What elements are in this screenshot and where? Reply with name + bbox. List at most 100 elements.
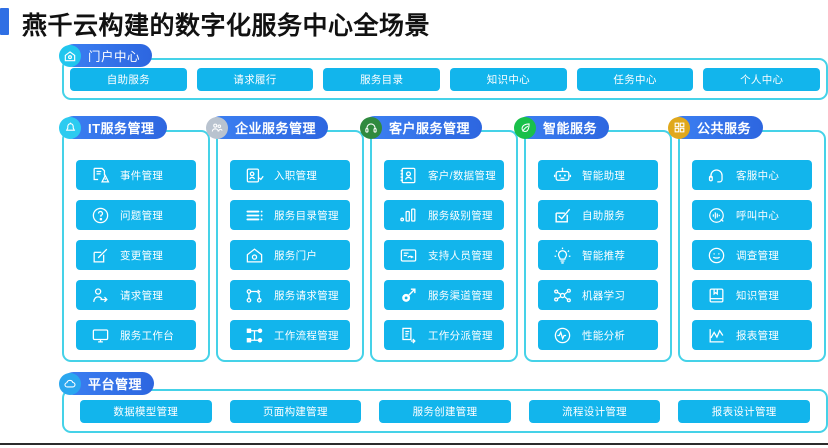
item-service-request-management[interactable]: 服务请求管理 — [230, 280, 350, 310]
home-outline-icon — [242, 245, 266, 265]
platform-items-row: 数据模型管理 页面构建管理 服务创建管理 流程设计管理 报表设计管理 — [80, 400, 810, 423]
portal-item-2[interactable]: 服务目录 — [323, 68, 441, 91]
id-card-check-icon — [242, 165, 266, 185]
column-items-public: 客服中心 呼叫中心 调查管理 知识管理 — [692, 160, 812, 350]
item-label: 自助服务 — [582, 209, 626, 222]
portal-item-4[interactable]: 任务中心 — [576, 68, 694, 91]
portal-center-badge[interactable]: 门户中心 — [59, 44, 153, 67]
column-badge-enterprise[interactable]: 企业服务管理 — [206, 116, 329, 139]
item-label: 知识管理 — [736, 289, 780, 302]
checkbox-icon — [550, 205, 574, 225]
headphone-icon — [704, 165, 728, 185]
item-workflow-management[interactable]: 工作流程管理 — [230, 320, 350, 350]
question-circle-icon — [88, 205, 112, 225]
smiley-icon — [704, 245, 728, 265]
bar-chart-icon — [396, 205, 420, 225]
lightbulb-icon — [550, 245, 574, 265]
grid-squares-icon — [668, 116, 690, 139]
item-intelligent-assistant[interactable]: 智能助理 — [538, 160, 658, 190]
column-badge-ai[interactable]: 智能服务 — [514, 116, 610, 139]
item-label: 服务工作台 — [120, 329, 174, 342]
item-call-center[interactable]: 呼叫中心 — [692, 200, 812, 230]
item-request-management[interactable]: 请求管理 — [76, 280, 196, 310]
platform-item-label: 报表设计管理 — [711, 406, 777, 418]
people-icon — [206, 116, 228, 139]
item-knowledge-management[interactable]: 知识管理 — [692, 280, 812, 310]
item-onboarding-management[interactable]: 入职管理 — [230, 160, 350, 190]
assign-doc-icon — [396, 325, 420, 345]
item-performance-analysis[interactable]: 性能分析 — [538, 320, 658, 350]
portal-item-1[interactable]: 请求履行 — [196, 68, 314, 91]
branch-nodes-icon — [242, 285, 266, 305]
platform-item-label: 数据模型管理 — [113, 406, 179, 418]
item-customer-service-center[interactable]: 客服中心 — [692, 160, 812, 190]
item-service-catalog-management[interactable]: 服务目录管理 — [230, 200, 350, 230]
item-label: 机器学习 — [582, 289, 626, 302]
portal-item-5[interactable]: 个人中心 — [703, 68, 821, 91]
item-change-management[interactable]: 变更管理 — [76, 240, 196, 270]
item-service-portal[interactable]: 服务门户 — [230, 240, 350, 270]
item-service-desk[interactable]: 服务工作台 — [76, 320, 196, 350]
item-intelligent-recommendation[interactable]: 智能推荐 — [538, 240, 658, 270]
platform-item-label: 流程设计管理 — [562, 406, 627, 418]
column-badge-label: IT服务管理 — [88, 121, 155, 136]
item-sla-management[interactable]: 服务级别管理 — [384, 200, 504, 230]
item-label: 入职管理 — [274, 169, 318, 182]
item-support-staff-management[interactable]: 支持人员管理 — [384, 240, 504, 270]
platform-badge[interactable]: 平台管理 — [59, 372, 155, 395]
column-badge-it[interactable]: IT服务管理 — [59, 116, 167, 139]
platform-badge-label: 平台管理 — [88, 377, 143, 392]
item-label: 报表管理 — [736, 329, 780, 342]
item-label: 事件管理 — [120, 169, 164, 182]
headset-icon — [360, 116, 382, 139]
portal-center-panel — [62, 58, 828, 100]
portal-item-label: 个人中心 — [740, 74, 784, 86]
line-chart-icon — [704, 325, 728, 345]
column-badge-label: 智能服务 — [543, 121, 598, 136]
platform-item-label: 页面构建管理 — [262, 406, 328, 418]
platform-item-0[interactable]: 数据模型管理 — [80, 400, 212, 423]
item-survey-management[interactable]: 调查管理 — [692, 240, 812, 270]
column-badge-customer[interactable]: 客户服务管理 — [360, 116, 483, 139]
platform-item-4[interactable]: 报表设计管理 — [678, 400, 810, 423]
column-badge-label: 客户服务管理 — [389, 121, 471, 136]
person-arrow-icon — [88, 285, 112, 305]
call-wave-icon — [704, 205, 728, 225]
item-label: 服务目录管理 — [274, 209, 339, 222]
document-alert-icon — [88, 165, 112, 185]
platform-item-1[interactable]: 页面构建管理 — [229, 400, 362, 423]
column-badge-public[interactable]: 公共服务 — [668, 116, 764, 139]
item-label: 请求管理 — [120, 289, 164, 302]
page-title: 燕千云构建的数字化服务中心全场景 — [22, 12, 431, 40]
platform-item-2[interactable]: 服务创建管理 — [379, 400, 511, 423]
portal-item-label: 自助服务 — [106, 74, 150, 86]
item-label: 智能助理 — [582, 169, 626, 182]
item-label: 客户/数据管理 — [428, 169, 497, 182]
item-service-channel-management[interactable]: 服务渠道管理 — [384, 280, 504, 310]
item-problem-management[interactable]: 问题管理 — [76, 200, 196, 230]
item-label: 服务请求管理 — [274, 289, 339, 302]
item-incident-management[interactable]: 事件管理 — [76, 160, 196, 190]
item-report-management[interactable]: 报表管理 — [692, 320, 812, 350]
portal-item-label: 知识中心 — [486, 74, 530, 86]
item-label: 支持人员管理 — [428, 249, 493, 262]
portal-item-0[interactable]: 自助服务 — [70, 68, 187, 91]
portal-item-label: 请求履行 — [233, 74, 277, 86]
title-accent-bar — [0, 8, 9, 35]
item-label: 服务渠道管理 — [428, 289, 493, 302]
column-items-customer: 客户/数据管理 服务级别管理 支持人员管理 服务渠道 — [384, 160, 504, 350]
portal-item-3[interactable]: 知识中心 — [450, 68, 567, 91]
item-label: 变更管理 — [120, 249, 164, 262]
item-work-assignment-management[interactable]: 工作分派管理 — [384, 320, 504, 350]
item-machine-learning[interactable]: 机器学习 — [538, 280, 658, 310]
item-customer-data-management[interactable]: 客户/数据管理 — [384, 160, 504, 190]
platform-item-3[interactable]: 流程设计管理 — [528, 400, 661, 423]
column-badge-label: 企业服务管理 — [235, 121, 317, 136]
item-label: 呼叫中心 — [736, 209, 780, 222]
portal-center-badge-label: 门户中心 — [88, 50, 141, 64]
item-self-service[interactable]: 自助服务 — [538, 200, 658, 230]
channel-arrow-icon — [396, 285, 420, 305]
support-card-icon — [396, 245, 420, 265]
monitor-icon — [88, 325, 112, 345]
